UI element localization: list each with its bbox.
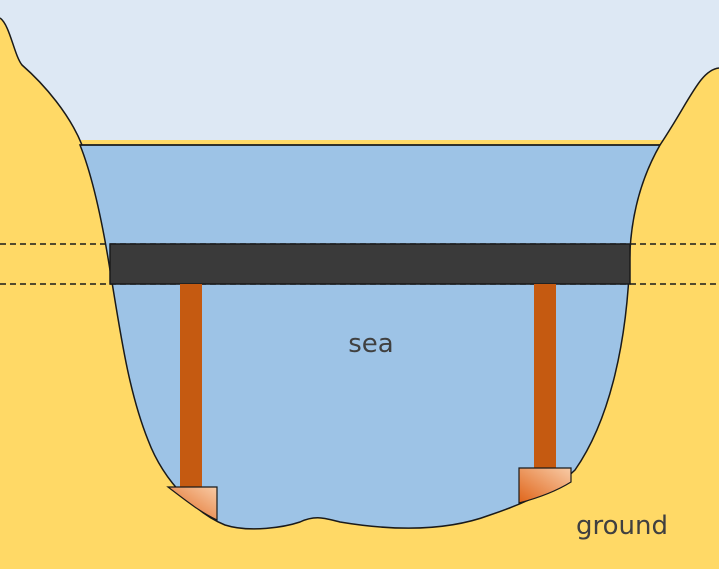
ground-label: ground [576,511,668,541]
right-footing [518,467,572,504]
sea-label: sea [348,329,393,359]
sea-water [78,144,662,530]
right-cliff [500,68,719,520]
left-cliff [0,18,220,520]
right-cliff-outline [659,67,719,146]
right-pillar [534,284,556,468]
left-footing [166,486,218,521]
left-pillar [180,284,202,487]
bridge-deck [109,243,631,285]
left-cliff-outline [0,17,83,146]
